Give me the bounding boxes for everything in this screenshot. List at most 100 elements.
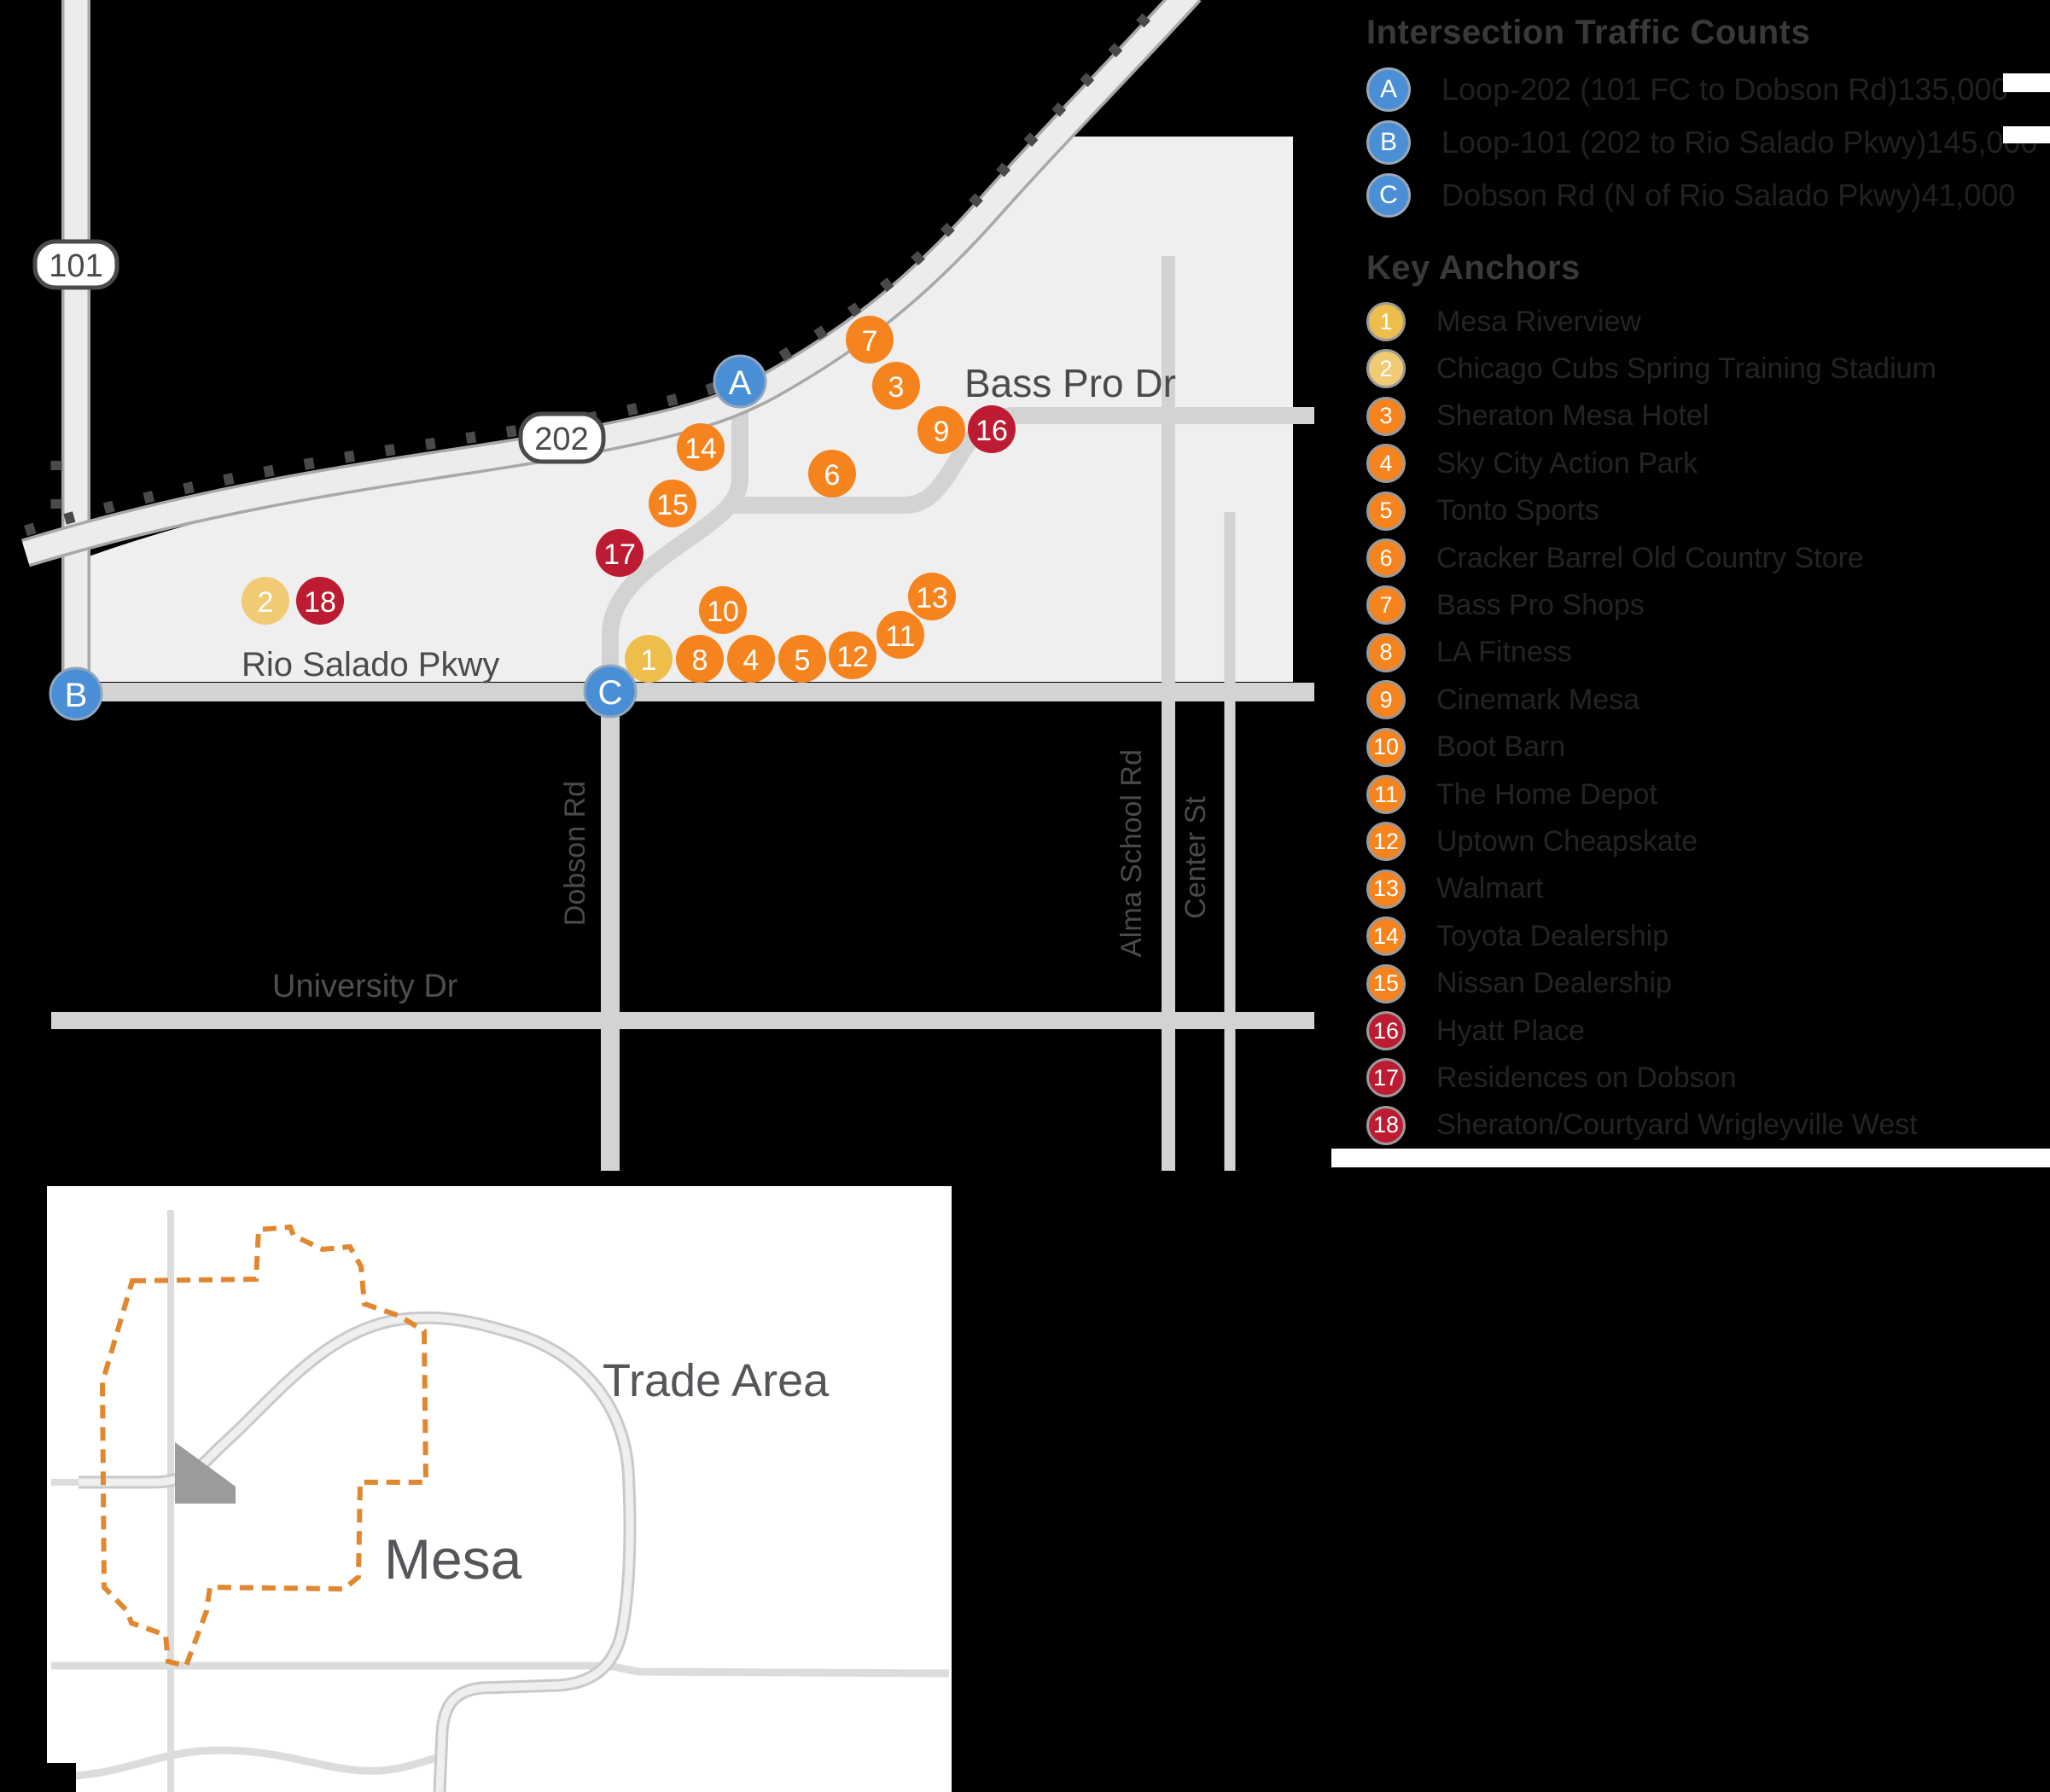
- anchor-badge-4: 4: [1366, 444, 1406, 484]
- anchor-badge-8: 8: [1366, 632, 1406, 672]
- anchor-label: Uptown Cheapskate: [1436, 824, 1698, 858]
- map-marker-13: 13: [908, 573, 956, 620]
- loop-101-band: [50, 0, 90, 693]
- anchor-label: Nissan Dealership: [1436, 967, 1672, 1000]
- inset-trade-area-label: Trade Area: [603, 1355, 830, 1406]
- map-marker-4: 4: [727, 635, 775, 683]
- svg-text:B: B: [65, 677, 88, 714]
- inset-map: Trade Area Mesa: [47, 1186, 952, 1792]
- traffic-count: 41,000: [1921, 177, 2016, 212]
- anchor-row-11: 11 The Home Depot: [1366, 773, 2049, 816]
- inset-city-label: Mesa: [384, 1527, 522, 1591]
- anchor-label: Tonto Sports: [1436, 494, 1599, 527]
- inset-site-marker: [175, 1442, 236, 1504]
- map-marker-14: 14: [677, 423, 725, 471]
- svg-text:16: 16: [975, 415, 1008, 447]
- svg-text:17: 17: [603, 538, 636, 571]
- rio-salado-label: Rio Salado Pkwy: [242, 646, 499, 684]
- svg-text:18: 18: [304, 586, 336, 619]
- anchor-label: Mesa Riverview: [1436, 305, 1641, 338]
- svg-text:7: 7: [862, 325, 878, 358]
- traffic-counts-title: Intersection Traffic Counts: [1366, 14, 1811, 51]
- map-marker-9: 9: [917, 406, 965, 454]
- anchor-label: Bass Pro Shops: [1436, 588, 1645, 621]
- traffic-badge-B: B: [1366, 120, 1411, 165]
- anchor-badge-2: 2: [1366, 349, 1406, 389]
- traffic-count: 135,000: [1897, 72, 2009, 107]
- svg-text:8: 8: [692, 644, 708, 677]
- anchor-badge-13: 13: [1366, 869, 1406, 909]
- anchor-label: Sheraton/Courtyard Wrigleyville West: [1436, 1108, 1918, 1142]
- anchor-label: Sheraton Mesa Hotel: [1436, 399, 1709, 433]
- surface-roads: [51, 256, 1314, 1171]
- svg-text:6: 6: [824, 459, 841, 492]
- svg-text:A: A: [729, 364, 752, 402]
- svg-text:3: 3: [888, 371, 905, 404]
- key-anchors-title: Key Anchors: [1366, 249, 1581, 287]
- anchor-row-17: 17 Residences on Dobson: [1366, 1056, 2049, 1099]
- map-marker-12: 12: [829, 631, 876, 679]
- traffic-badge-A: A: [1366, 67, 1411, 112]
- anchor-badge-10: 10: [1366, 727, 1406, 767]
- edge-strip: [2003, 126, 2050, 143]
- anchor-badge-18: 18: [1366, 1105, 1406, 1145]
- svg-text:13: 13: [916, 582, 948, 614]
- anchor-badge-6: 6: [1366, 538, 1406, 578]
- anchor-row-8: 8 LA Fitness: [1366, 631, 2049, 674]
- anchor-badge-5: 5: [1366, 491, 1406, 531]
- bottom-right-block: [952, 1178, 2050, 1792]
- dobson-rd-label: Dobson Rd: [559, 781, 591, 926]
- center-st-label: Center St: [1179, 796, 1212, 919]
- anchor-badge-3: 3: [1366, 396, 1406, 436]
- anchor-badge-14: 14: [1366, 916, 1406, 957]
- svg-text:12: 12: [836, 641, 869, 673]
- university-dr-label: University Dr: [272, 969, 458, 1004]
- anchor-badge-7: 7: [1366, 585, 1406, 625]
- anchor-label: Cinemark Mesa: [1436, 683, 1640, 716]
- anchor-label: Residences on Dobson: [1436, 1061, 1737, 1094]
- anchor-label: Cracker Barrel Old Country Store: [1436, 541, 1864, 574]
- map-marker-8: 8: [676, 635, 724, 683]
- anchor-label: LA Fitness: [1436, 636, 1572, 669]
- anchor-label: Sky City Action Park: [1436, 446, 1698, 480]
- bass-pro-dr-label: Bass Pro Dr: [964, 361, 1176, 405]
- anchor-badge-16: 16: [1366, 1011, 1406, 1050]
- map-marker-B: B: [49, 666, 103, 721]
- map-marker-1: 1: [625, 635, 673, 683]
- anchor-row-6: 6 Cracker Barrel Old Country Store: [1366, 537, 2049, 579]
- map-marker-18: 18: [296, 577, 344, 625]
- svg-text:2: 2: [258, 586, 274, 619]
- svg-text:11: 11: [885, 620, 915, 653]
- anchor-row-3: 3 Sheraton Mesa Hotel: [1366, 395, 2049, 438]
- anchor-label: The Home Depot: [1436, 777, 1657, 811]
- map-marker-3: 3: [872, 362, 920, 410]
- anchor-badge-11: 11: [1366, 775, 1406, 814]
- anchor-label: Boot Barn: [1436, 730, 1566, 764]
- anchor-badge-17: 17: [1366, 1058, 1406, 1098]
- traffic-label: Dobson Rd (N of Rio Salado Pkwy): [1441, 177, 1922, 212]
- anchor-label: Hyatt Place: [1436, 1014, 1585, 1047]
- map-marker-2: 2: [242, 577, 289, 625]
- traffic-label: Loop-101 (202 to Rio Salado Pkwy): [1441, 125, 1927, 160]
- anchor-row-4: 4 Sky City Action Park: [1366, 442, 2049, 485]
- inset-trade-area-boundary: [99, 1224, 429, 1669]
- map-marker-15: 15: [649, 480, 696, 527]
- anchor-row-14: 14 Toyota Dealership: [1366, 915, 2049, 957]
- map-marker-17: 17: [596, 529, 644, 577]
- legend-bottom-strip: [1331, 1149, 2050, 1167]
- svg-text:9: 9: [934, 416, 950, 448]
- anchor-label: Toyota Dealership: [1436, 919, 1669, 952]
- anchor-badge-1: 1: [1366, 302, 1406, 341]
- svg-text:4: 4: [743, 644, 760, 677]
- svg-text:101: 101: [49, 248, 102, 284]
